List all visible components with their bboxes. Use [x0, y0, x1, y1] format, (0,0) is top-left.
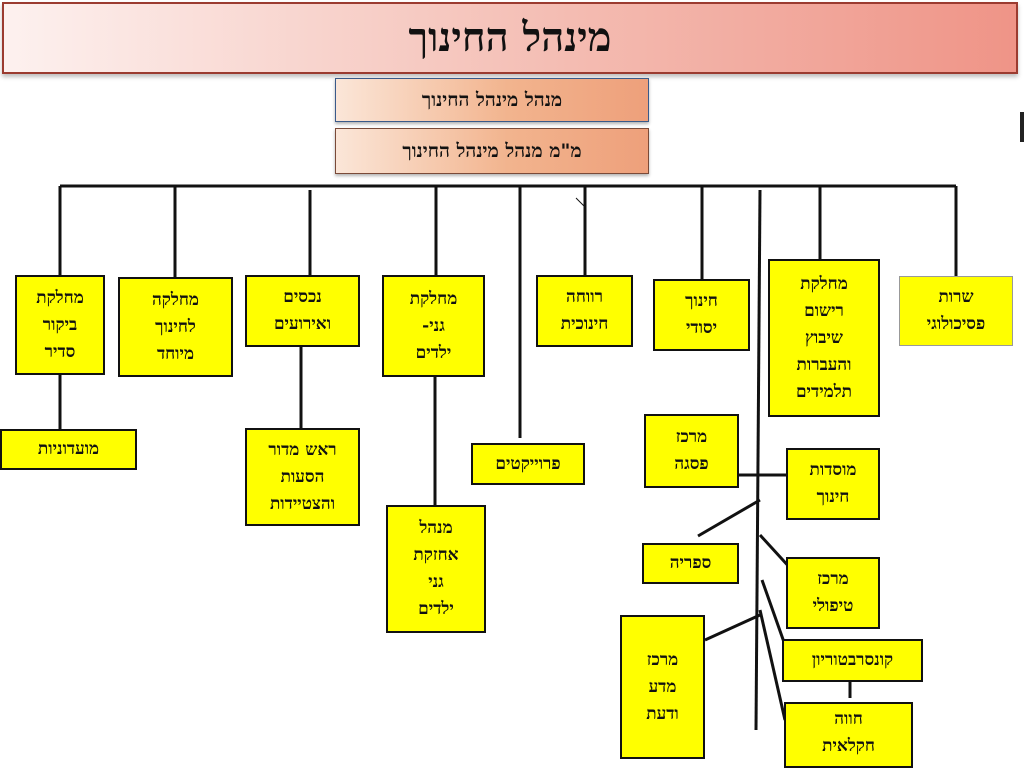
unit-clubs: מועדוניות [0, 429, 137, 470]
dept-assets-events: נכסים ואירועים [245, 275, 360, 347]
tick-mark [575, 197, 585, 207]
unit-transport-head: ראש מדור הסעות והצטיידות [245, 428, 360, 526]
unit-projects: פרוייקטים [471, 443, 585, 485]
dept-attendance-inspection: מחלקת ביקור סדיר [15, 275, 105, 375]
dept-psychological-service: שרות פסיכולוגי [899, 276, 1013, 346]
unit-agricultural-farm: חווה חקלאית [784, 702, 913, 768]
unit-library: ספריה [642, 543, 739, 584]
edge-mark [1020, 112, 1024, 142]
connector-farm [758, 609, 787, 721]
unit-kindergarten-maintenance: מנהל אחזקת גני ילדים [386, 505, 486, 633]
deputy-director-box: מ"מ מנהל מינהל החינוך [335, 128, 649, 174]
dept-kindergarten: מחלקת גני- ילדים [382, 275, 485, 377]
dept-registration: מחלקת רישום שיבוץ והעברות תלמידים [768, 259, 880, 417]
director-box: מנהל מינהל החינוך [335, 78, 649, 122]
connector-library [697, 498, 761, 538]
trunk-line [754, 189, 762, 731]
connector-science [704, 613, 761, 642]
unit-therapy-center: מרכז טיפולי [786, 557, 880, 629]
unit-science-center: מרכז מדע ודעת [620, 615, 705, 759]
dept-elementary-education: חינוך יסודי [653, 279, 750, 351]
dept-special-education: מחלקה לחינוך מיוחד [118, 277, 233, 377]
unit-break-center: מרכז פסגה [644, 414, 739, 488]
page-title: מינהל החינוך [408, 14, 612, 61]
unit-conservatory: קונסרבטוריון [782, 639, 923, 682]
dept-educational-welfare: רווחה חינוכית [536, 275, 633, 347]
connector-conservatory [760, 579, 787, 646]
unit-educational-institutions: מוסדות חינוך [786, 448, 880, 520]
title-bar: מינהל החינוך [2, 2, 1018, 74]
